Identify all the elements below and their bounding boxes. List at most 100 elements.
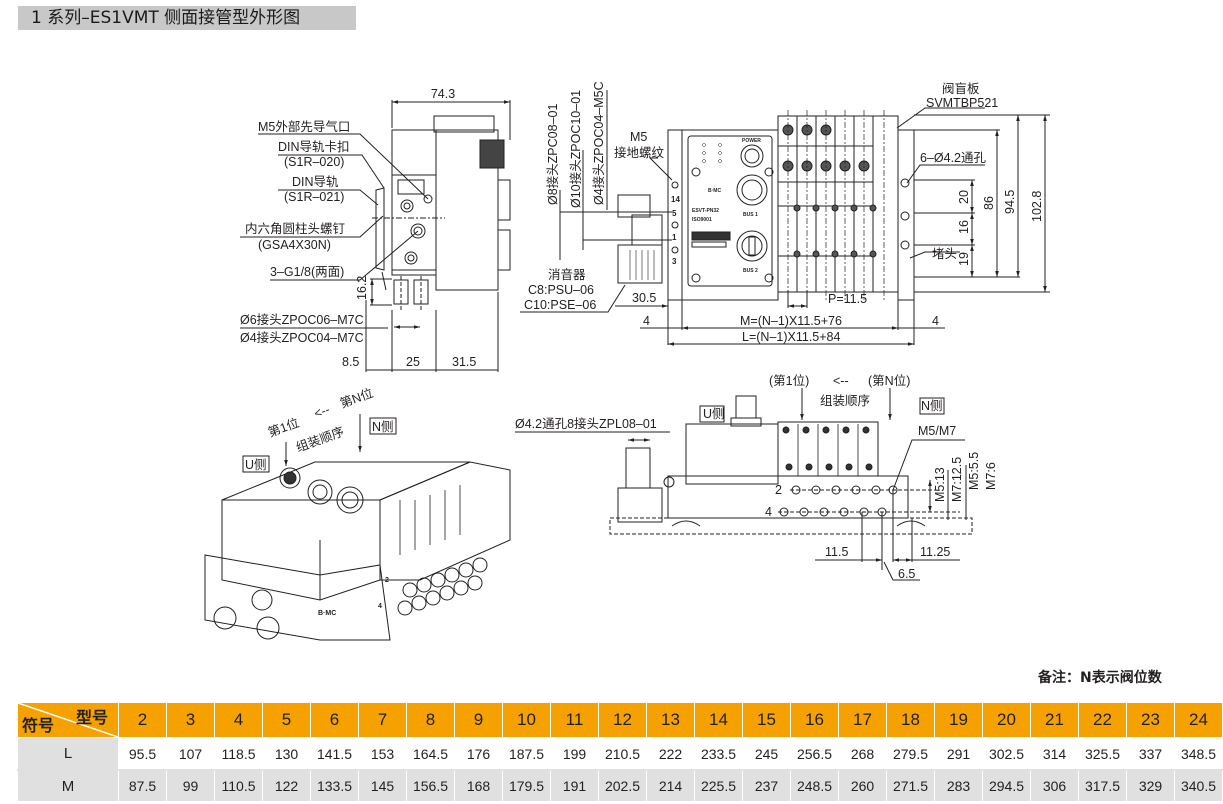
- bv-arrow: <--: [833, 374, 849, 388]
- iso-arrow: <--: [312, 402, 331, 420]
- table-cell: 237: [742, 769, 791, 802]
- port-3: 3: [672, 257, 677, 266]
- table-cell: 291: [934, 737, 983, 771]
- model-header-9: 9: [454, 702, 503, 738]
- dim-bottom-2: 25: [406, 355, 420, 369]
- dim-width: 74.3: [431, 87, 455, 101]
- bv-fitting: Ø4.2通孔8接头ZPL08–01: [515, 416, 657, 431]
- module-brand: B·MC: [708, 188, 721, 194]
- table-cell: 141.5: [310, 737, 359, 771]
- label-fitting-4: Ø4接头ZPOC04–M7C: [240, 330, 364, 345]
- table-cell: 222: [646, 737, 695, 771]
- bv-port-4: 4: [765, 505, 772, 519]
- table-cell: 306: [1030, 769, 1079, 802]
- label-fitting-4-m5c: Ø4接头ZPOC04–M5C: [591, 81, 606, 205]
- table-cell: 325.5: [1078, 737, 1127, 771]
- model-header-6: 6: [310, 702, 359, 738]
- table-cell: 314: [1030, 737, 1079, 771]
- port-14: 14: [671, 195, 680, 204]
- model-header-4: 4: [214, 702, 263, 738]
- iso-port-4: 4: [378, 603, 382, 610]
- table-cell: 279.5: [886, 737, 935, 771]
- model-header-14: 14: [694, 702, 743, 738]
- label-din-clip: DIN导轨卡扣: [278, 140, 350, 154]
- bv-dim-m5-13: M5:13: [933, 467, 947, 502]
- label-fitting-10: Ø10接头ZPOC10–01: [568, 90, 583, 208]
- side-view: [240, 100, 511, 372]
- label-ground: 接地螺纹: [614, 145, 665, 160]
- corner-model-label: 型号: [75, 710, 108, 727]
- dim-19: 19: [957, 252, 971, 266]
- table-cell: 256.5: [790, 737, 839, 771]
- dim-102-8: 102.8: [1030, 191, 1044, 222]
- module-bus2: BUS 2: [743, 268, 758, 274]
- valve-stations: [777, 110, 899, 305]
- module-iso: ISO9001: [692, 217, 712, 223]
- port-5: 5: [672, 209, 677, 218]
- table-cell: 153: [358, 737, 407, 771]
- table-cell: 118.5: [214, 737, 263, 771]
- model-header-8: 8: [406, 702, 455, 738]
- label-blank-plate-code: SVMTBP521: [926, 96, 998, 110]
- port-1: 1: [672, 233, 677, 242]
- model-header-13: 13: [646, 702, 695, 738]
- table-cell: 107: [166, 737, 215, 771]
- bv-port-2: 2: [775, 483, 782, 497]
- bv-dim-6-5: 6.5: [898, 567, 915, 581]
- label-ports: 3–G1/8(两面): [270, 265, 344, 279]
- table-cell: 233.5: [694, 737, 743, 771]
- table-cell: 294.5: [982, 769, 1031, 802]
- table-cell: 329: [1126, 769, 1175, 802]
- module-bus1: BUS 1: [743, 212, 758, 218]
- label-holes: 6–Ø4.2通孔: [920, 151, 987, 165]
- iso-first-position: 第1位: [266, 415, 301, 440]
- dim-20: 20: [957, 190, 971, 204]
- table-cell: 302.5: [982, 737, 1031, 771]
- iso-brand: B·MC: [318, 610, 336, 617]
- technical-drawing: 74.3 M5外部先导气口 DIN导轨卡扣 (S1R–020) DIN导轨 (S…: [204, 81, 1050, 641]
- iso-nth-position: 第N位: [338, 385, 375, 411]
- label-silencer: 消音器: [548, 267, 586, 282]
- bv-nth-position: (第N位): [868, 373, 910, 388]
- table-cell: 260: [838, 769, 887, 802]
- model-header-22: 22: [1078, 702, 1127, 738]
- table-cell: 268: [838, 737, 887, 771]
- iso-n-side: N侧: [372, 420, 394, 434]
- model-header-23: 23: [1126, 702, 1175, 738]
- bv-dim-11-5: 11.5: [825, 545, 848, 559]
- dim-30-5: 30.5: [632, 291, 656, 305]
- dim-port-height: 16.2: [355, 276, 369, 300]
- table-cell: 191: [550, 769, 599, 802]
- table-cell: 164.5: [406, 737, 455, 771]
- model-header-15: 15: [742, 702, 791, 738]
- bv-order: 组装顺序: [820, 393, 870, 408]
- label-plug: 堵头: [932, 247, 957, 261]
- bv-n-side: N侧: [921, 399, 943, 413]
- model-header-11: 11: [550, 702, 599, 738]
- table-cell: 87.5: [118, 769, 167, 802]
- table-cell: 156.5: [406, 769, 455, 802]
- dim-bottom-3: 31.5: [452, 355, 476, 369]
- model-header-21: 21: [1030, 702, 1079, 738]
- front-view: [520, 90, 1050, 346]
- table-cell: 337: [1126, 737, 1175, 771]
- dim-pitch: P=11.5: [828, 292, 867, 306]
- table-cell: 245: [742, 737, 791, 771]
- model-header-10: 10: [502, 702, 551, 738]
- table-corner-cell: 型号 符号: [17, 702, 119, 738]
- table-cell: 199: [550, 737, 599, 771]
- table-cell: 225.5: [694, 769, 743, 802]
- module-model: ESVT-PN32: [692, 208, 719, 214]
- dim-16: 16: [957, 220, 971, 234]
- iso-port-2: 2: [385, 577, 389, 584]
- label-silencer-c10: C10:PSE–06: [524, 298, 596, 312]
- model-header-12: 12: [598, 702, 647, 738]
- footnote: 备注：N表示阀位数: [1038, 670, 1162, 686]
- dim-l-formula: L=(N–1)X11.5+84: [742, 330, 840, 344]
- row-symbol: L: [17, 737, 119, 771]
- label-blank-plate: 阀盲板: [942, 81, 980, 96]
- model-header-17: 17: [838, 702, 887, 738]
- table-cell: 168: [454, 769, 503, 802]
- label-fitting-8: Ø8接头ZPC08–01: [545, 104, 560, 205]
